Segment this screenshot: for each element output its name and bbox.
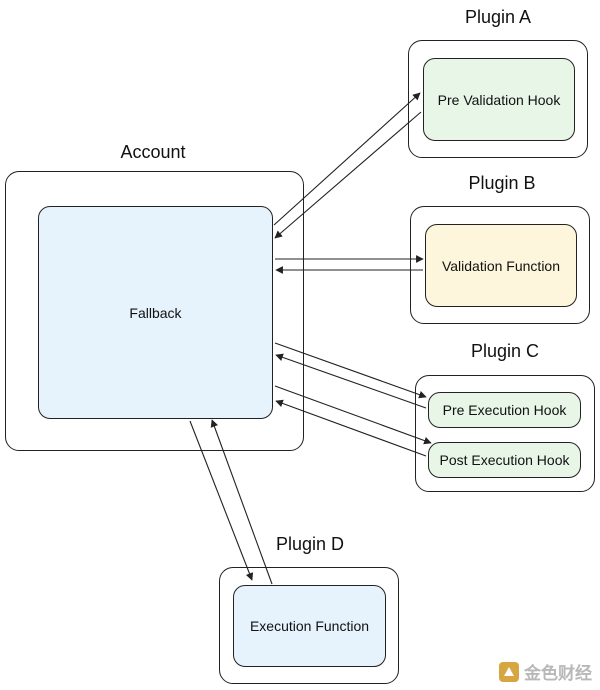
watermark-logo-icon [499,661,519,682]
execution-function-box[interactable]: Execution Function [233,585,386,667]
arrow-pre-validation-to-fallback [274,111,422,239]
arrow-fallback-to-pre-execution [274,342,427,399]
watermark: 金色财经 [498,659,592,684]
plugin-a-title: Plugin A [464,7,532,27]
validation-function-label: Validation Function [441,257,561,274]
pre-validation-hook-label: Pre Validation Hook [437,91,561,108]
fallback-label: Fallback [129,304,182,321]
validation-function-box[interactable]: Validation Function [425,224,577,307]
arrow-pre-execution-to-fallback [275,353,427,409]
execution-function-label: Execution Function [249,618,370,634]
arrow-fallback-to-execution [189,420,254,581]
plugin-d-title: Plugin D [275,534,345,554]
watermark-text: 金色财经 [524,664,592,683]
arrow-fallback-to-pre-validation [273,92,421,226]
post-execution-hook-box[interactable]: Post Execution Hook [428,442,581,478]
pre-execution-hook-label: Pre Execution Hook [442,402,567,418]
arrow-post-execution-to-fallback [275,399,427,457]
plugin-b-title: Plugin B [468,173,536,193]
arrow-execution-to-fallback [210,419,273,585]
post-execution-hook-label: Post Execution Hook [439,452,570,468]
arrow-fallback-to-post-execution [274,385,432,445]
account-title: Account [120,142,186,162]
plugin-c-title: Plugin C [470,341,540,361]
pre-execution-hook-box[interactable]: Pre Execution Hook [428,392,581,428]
fallback-box[interactable]: Fallback [38,206,273,419]
pre-validation-hook-box[interactable]: Pre Validation Hook [423,58,575,141]
